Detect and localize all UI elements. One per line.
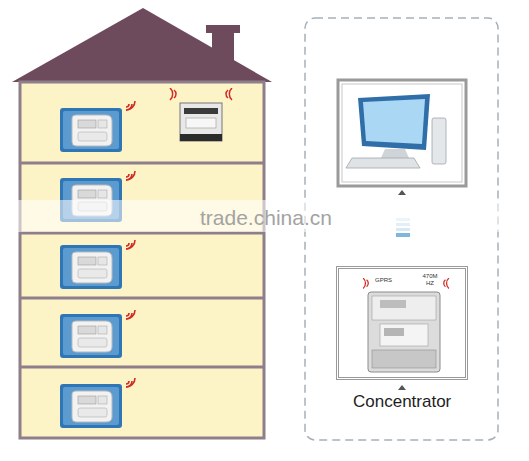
electric-meter-icon: [60, 108, 122, 152]
electric-meter-icon: [60, 245, 122, 289]
floor-line: [20, 162, 264, 165]
wireless-symbol: [126, 101, 135, 110]
chimney-cap: [206, 25, 240, 33]
arrow-head: [398, 385, 406, 390]
device-frame: [336, 266, 468, 380]
floor-line: [20, 297, 264, 300]
node-caption: Concentrator: [353, 392, 451, 412]
concentrator-device: [368, 292, 440, 372]
roof: [12, 8, 272, 82]
small-concentrator-icon: [180, 103, 222, 141]
watermark: trade.china.cn: [200, 206, 332, 229]
computer-icon: [346, 94, 446, 168]
concentrator-box: Concentrator: [336, 266, 468, 414]
computer-frame-inner: [342, 84, 462, 182]
computer-frame: [338, 80, 466, 186]
arrow-head: [398, 190, 406, 195]
antenna-label: GPRS: [375, 277, 392, 284]
wireless-symbol: [126, 378, 135, 387]
wireless-symbol: [363, 278, 368, 288]
wireless-symbol: [170, 88, 176, 100]
wireless-symbol: [226, 88, 232, 100]
electric-meter-icon: [60, 314, 122, 358]
wireless-symbol: [126, 171, 135, 180]
wireless-symbol: [444, 278, 449, 288]
watermark-band: [0, 200, 529, 232]
electric-meter-icon: [60, 384, 122, 428]
wireless-symbol: [126, 240, 135, 249]
house-wall: [20, 82, 264, 438]
floor-line: [20, 366, 264, 369]
frequency-label: 470M HZ: [419, 273, 441, 286]
wireless-symbol: [126, 310, 135, 319]
